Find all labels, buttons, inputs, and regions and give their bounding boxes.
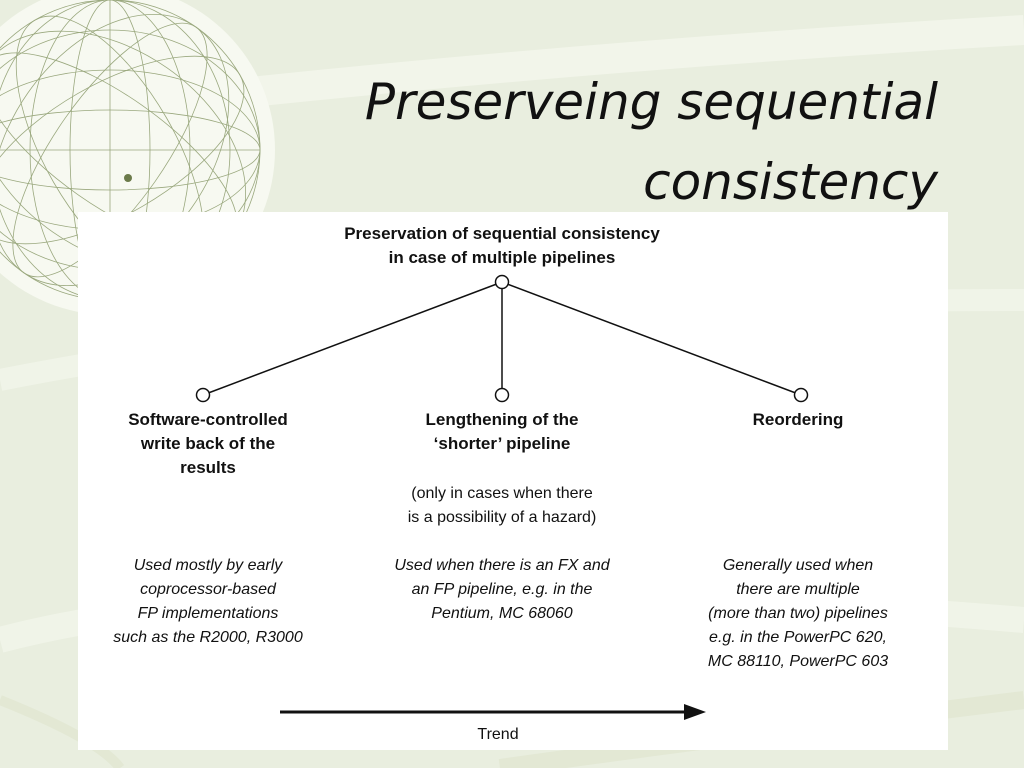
diagram-panel: Preservation of sequential consistency i… — [78, 212, 948, 750]
leaf-node-middle — [494, 387, 510, 403]
trend-label: Trend — [477, 726, 519, 743]
connector-left — [202, 281, 503, 396]
branch-heading-software-controlled: Software-controlled write back of the re… — [128, 410, 288, 477]
branch-heading-lengthening: Lengthening of the ‘shorter’ pipeline — [425, 410, 579, 453]
connector-right — [501, 281, 802, 396]
slide-title: Preserveing sequential consistency — [238, 62, 938, 222]
root-node — [494, 274, 510, 290]
root-label: Preservation of sequential consistency i… — [344, 224, 660, 267]
trend-arrow-icon — [280, 704, 706, 720]
branch-usage-software-controlled: Used mostly by early coprocessor-based F… — [113, 557, 303, 646]
leaf-node-left — [195, 387, 211, 403]
branch-usage-lengthening: Used when there is an FX and an FP pipel… — [394, 557, 610, 622]
branch-usage-reordering: Generally used when there are multiple (… — [707, 557, 889, 670]
leaf-node-right — [793, 387, 809, 403]
slide-title-line-1: Preserveing sequential — [364, 73, 938, 131]
branch-note-lengthening: (only in cases when there is a possibili… — [407, 485, 597, 526]
tree-connectors — [195, 274, 809, 720]
slide-title-line-2: consistency — [643, 153, 938, 211]
branch-heading-reordering: Reordering — [752, 410, 844, 429]
